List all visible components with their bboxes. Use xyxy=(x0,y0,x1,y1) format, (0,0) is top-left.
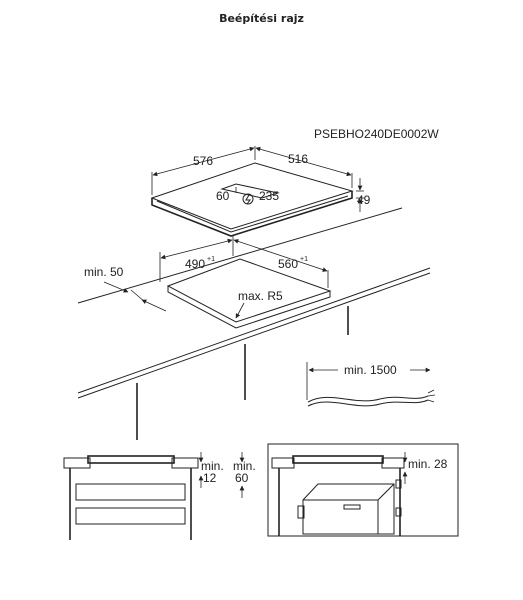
hob-inner-edge xyxy=(156,195,349,233)
dim-height-label: 49 xyxy=(357,193,371,207)
cutout-radius-label: max. R5 xyxy=(238,289,283,303)
clearance-a-label: min. xyxy=(201,459,224,473)
cutout-width-tolerance: +1 xyxy=(207,256,215,263)
hob-edge xyxy=(151,191,353,237)
oven-body xyxy=(302,483,395,535)
side-section-right: min. 28 xyxy=(267,443,459,537)
cutout-depth-label: 560 xyxy=(278,257,298,271)
radius-leader xyxy=(235,302,245,319)
cable-offset-right-label: 235 xyxy=(259,189,279,203)
oven-edge xyxy=(377,483,395,501)
fixing-bracket xyxy=(395,479,402,489)
edge-tick xyxy=(130,289,146,303)
cable-wires xyxy=(427,389,436,403)
dim-line-depth xyxy=(255,146,352,177)
dim-line-cutout-depth xyxy=(233,239,328,272)
cable-offset-left-label: 60 xyxy=(216,189,230,203)
clearance-b-value: 60 xyxy=(235,471,249,485)
cutout-depth xyxy=(167,286,331,329)
model-code: PSEBHO240DE0002W xyxy=(314,127,439,141)
worktop-section xyxy=(271,457,295,469)
worktop-section xyxy=(381,457,405,469)
hob-section xyxy=(292,455,384,464)
edge-arrow xyxy=(141,299,167,312)
detail-frame xyxy=(267,443,459,537)
cable-line xyxy=(307,399,429,407)
clearance-a-value: 12 xyxy=(203,471,217,485)
edge-distance-label: min. 50 xyxy=(84,265,124,279)
power-cable: min. 1500 xyxy=(306,362,436,407)
side-section-left: min. 12 min. 60 xyxy=(63,452,256,540)
cable-line xyxy=(307,395,429,403)
cutout-depth-tolerance: +1 xyxy=(300,256,308,263)
hob-perspective: 576 516 49 60 235 xyxy=(150,146,371,237)
worktop-front-lower-edge xyxy=(77,272,431,399)
fixing-bracket xyxy=(395,507,402,517)
clearance-b-label: min. xyxy=(233,459,256,473)
dim-depth-label: 516 xyxy=(288,152,308,166)
cutout-width-label: 490 xyxy=(185,257,205,271)
worktop-section xyxy=(63,457,91,469)
edge-arrow xyxy=(103,281,129,293)
cable-length-label: min. 1500 xyxy=(344,363,397,377)
power-symbol-icon xyxy=(242,193,254,205)
oven-handle xyxy=(343,504,361,510)
worktop-cutout: 490 +1 560 +1 max. R5 min. 50 xyxy=(77,207,431,440)
worktop-section xyxy=(171,457,199,469)
lightning-icon xyxy=(245,194,251,205)
dim-line-width xyxy=(152,146,255,177)
clearance-label: min. 28 xyxy=(408,457,448,471)
drawer xyxy=(75,483,186,501)
worktop-front-edge xyxy=(77,267,431,394)
dim-width-label: 576 xyxy=(193,154,213,168)
drawer xyxy=(75,507,186,525)
hob-section xyxy=(87,455,175,464)
page-title: Beépítési rajz xyxy=(219,12,304,25)
dim-line-cutout-width xyxy=(160,238,233,260)
oven-hinge xyxy=(297,505,305,519)
